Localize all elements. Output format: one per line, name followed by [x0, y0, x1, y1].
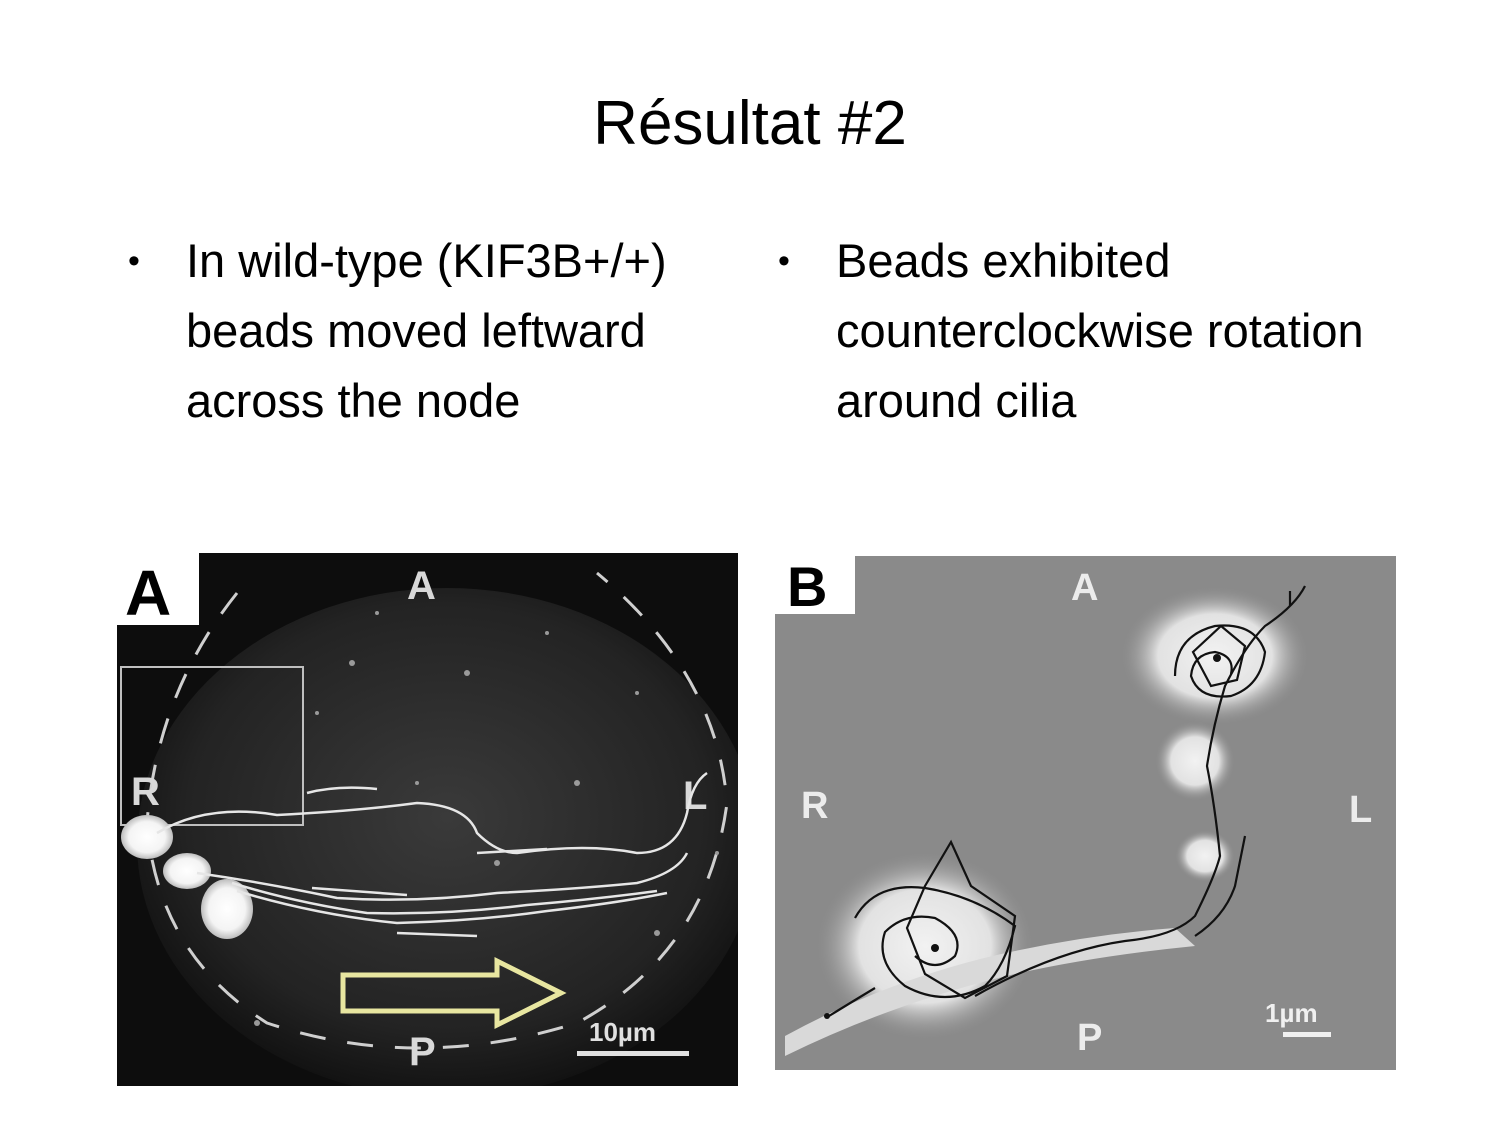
micrograph-b: B A P R L 1µm [775, 556, 1396, 1070]
right-arrow-icon [340, 956, 567, 1030]
bead [163, 853, 211, 889]
cilium-center-marker [931, 944, 939, 952]
right-bullet-item: • Beads exhibited counterclockwise rotat… [778, 226, 1398, 436]
rotation-trajectory-upper [1173, 591, 1292, 698]
label-anterior-a: A [407, 564, 436, 608]
left-bullet-item: • In wild-type (KIF3B+/+) beads moved le… [128, 226, 738, 436]
cilium-halo [1175, 830, 1235, 882]
micrograph-a: A A P R L [117, 553, 738, 1086]
scale-bar-b [1283, 1032, 1331, 1037]
scale-bar-label-b: 1µm [1265, 998, 1318, 1028]
bead-trajectories [156, 771, 708, 938]
panel-label-b: B [787, 556, 827, 618]
label-posterior-b: P [1077, 1017, 1102, 1059]
left-bullet-list: • In wild-type (KIF3B+/+) beads moved le… [128, 226, 738, 436]
left-bullet-text: In wild-type (KIF3B+/+) beads moved left… [186, 234, 667, 427]
right-bullet-list: • Beads exhibited counterclockwise rotat… [778, 226, 1398, 436]
bead [121, 815, 173, 859]
node-region [137, 588, 738, 1086]
panel-label-box-b [775, 556, 855, 614]
bead [201, 879, 253, 939]
slide-title: Résultat #2 [593, 89, 907, 158]
right-bullet-text: Beads exhibited counterclockwise rotatio… [836, 234, 1364, 427]
label-posterior-a: P [409, 1030, 436, 1074]
cilium-center-marker [1213, 654, 1221, 662]
bead-start-marker [824, 1013, 830, 1019]
rotation-trajectory-lower [828, 585, 1306, 1017]
inset-box [120, 666, 304, 826]
label-anterior-b: A [1071, 567, 1098, 609]
speckles [254, 611, 719, 1026]
bullet-icon: • [128, 242, 140, 280]
label-right-a: R [131, 770, 160, 814]
label-right-b: R [801, 785, 828, 827]
scale-bar-label-a: 10µm [589, 1017, 656, 1047]
node-boundary [145, 571, 729, 1050]
scale-bar-a [577, 1051, 689, 1056]
panel-label-box-a [117, 553, 199, 625]
light-streak [785, 928, 1195, 1056]
bullet-icon: • [778, 242, 790, 280]
cilium-halo [1155, 721, 1235, 801]
label-left-b: L [1349, 789, 1372, 831]
panel-label-a: A [125, 557, 171, 629]
